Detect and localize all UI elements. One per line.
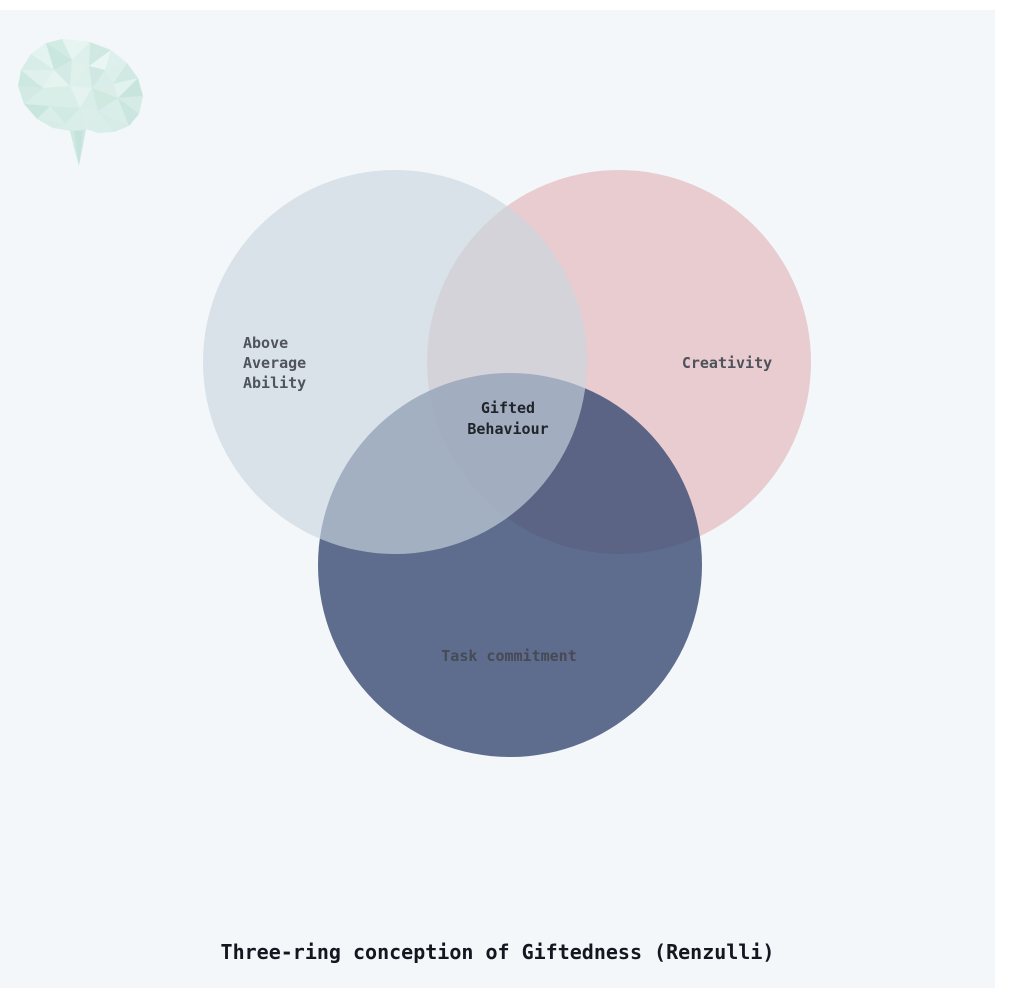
venn-circle-above-average-ability: [203, 170, 587, 554]
diagram-canvas: Above Average Ability Creativity Gifted …: [0, 10, 995, 988]
label-creativity: Creativity: [681, 354, 773, 372]
diagram-title: Three-ring conception of Giftedness (Ren…: [220, 940, 775, 964]
label-gifted-behaviour: Gifted Behaviour: [467, 399, 549, 438]
venn-diagram: [203, 170, 811, 757]
label-task-commitment: Task commitment: [441, 647, 577, 665]
label-above-average-ability: Above Average Ability: [243, 334, 307, 392]
brain-logo-icon: [18, 39, 143, 166]
